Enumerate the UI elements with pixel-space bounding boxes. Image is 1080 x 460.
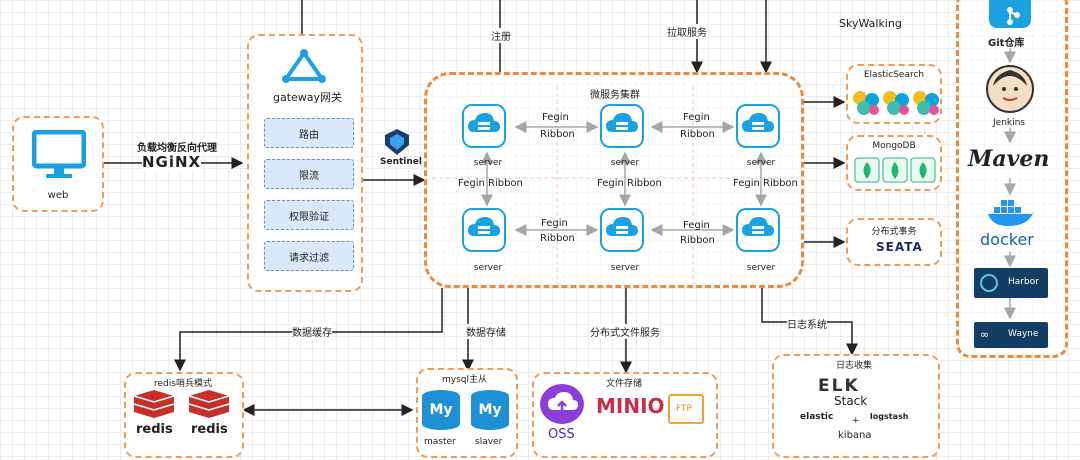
wayne-label: Wayne [1008, 329, 1039, 339]
register-label: 注册 [491, 28, 511, 43]
ftp-folder-icon: FTP [668, 394, 704, 424]
kibana-label: kibana [838, 430, 872, 441]
web-label: web [47, 190, 69, 201]
harbor-label: Harbor [1008, 277, 1039, 287]
ribbon-label: Ribbon [680, 129, 715, 140]
redis-label: redis [136, 422, 173, 437]
minio-logo: MINIO [596, 394, 665, 418]
ribbon-label: Ribbon [540, 233, 575, 244]
cloud-server-icon [600, 208, 644, 252]
fegin-label: Fegin [683, 112, 710, 123]
seata-logo: SEATA [876, 240, 923, 254]
cluster-title: 微服务集群 [590, 90, 640, 101]
file-storage-title: 文件存储 [606, 379, 643, 389]
git-icon [989, 0, 1031, 28]
server-label: server [746, 158, 776, 168]
fegin-label: Fegin [542, 112, 569, 123]
distributed-tx-box: 分布式事务 SEATA [846, 218, 942, 266]
server-label: server [746, 263, 776, 273]
ribbon-label: Ribbon [680, 235, 715, 246]
nginx-caption: 负载均衡反向代理 [137, 139, 217, 154]
elk-stack-label: Stack [834, 394, 868, 408]
cloud-server-icon [462, 208, 506, 252]
devops-box [956, 0, 1068, 358]
mongodb-icons [854, 157, 938, 189]
mysql-master-icon: My [422, 390, 460, 430]
server-label: server [473, 263, 503, 273]
gateway-title: gateway网关 [273, 91, 343, 104]
cloud-server-icon [736, 104, 780, 148]
mongodb-label: MongoDB [872, 141, 916, 151]
cloud-server-icon [462, 104, 506, 148]
redis-icon [187, 388, 231, 420]
harbor-icon [980, 274, 998, 292]
elk-logo: ELK [818, 376, 860, 396]
logstash-label: logstash [870, 412, 909, 421]
fegin-label: Fegin [541, 218, 568, 229]
ribbon-label: Ribbon [540, 129, 575, 140]
log-edge-label: 日志系统 [787, 316, 827, 331]
nginx-logo: NGiNX [142, 153, 202, 171]
elasticsearch-box: ElasticSearch [846, 64, 942, 124]
cloud-server-icon [736, 208, 780, 252]
harbor-badge: Harbor [974, 268, 1048, 298]
git-label: Git仓库 [988, 38, 1025, 49]
cloud-server-icon [600, 104, 644, 148]
store-edge-label: 数据存储 [466, 324, 506, 339]
elastic-label: elastic [800, 412, 834, 422]
sentinel-icon [384, 128, 410, 155]
wayne-icon: ∞ [980, 328, 990, 341]
redis-icon [132, 388, 176, 420]
cache-edge-label: 数据缓存 [292, 324, 332, 339]
pull-services-label: 拉取服务 [667, 24, 707, 39]
elasticsearch-label: ElasticSearch [863, 70, 925, 80]
fegin-ribbon-label: Fegin Ribbon [597, 178, 662, 189]
slaver-label: slaver [475, 437, 503, 447]
log-collection-title: 日志收集 [836, 361, 873, 371]
oss-icon [540, 384, 584, 424]
plus-label: + [852, 416, 860, 426]
master-label: master [424, 437, 456, 447]
monitor-icon [31, 129, 87, 178]
sentinel-label: Sentinel [380, 157, 422, 167]
oss-label: OSS [548, 427, 575, 442]
ftp-label: FTP [676, 404, 692, 414]
gateway-item-filter: 请求过滤 [264, 241, 354, 271]
jenkins-icon [985, 64, 1035, 114]
elasticsearch-icons [852, 90, 940, 120]
gateway-item-ratelimit: 限流 [264, 159, 354, 189]
gateway-icon [278, 48, 330, 84]
mysql-slave-icon: My [471, 390, 509, 430]
server-label: server [610, 158, 640, 168]
jenkins-label: Jenkins [993, 118, 1026, 128]
fegin-label: Fegin [683, 220, 710, 231]
gateway-item-auth: 权限验证 [264, 200, 354, 230]
file-edge-label: 分布式文件服务 [590, 324, 660, 339]
fegin-ribbon-label: Fegin Ribbon [458, 178, 523, 189]
distributed-tx-label: 分布式事务 [871, 227, 917, 237]
wayne-badge: ∞ Wayne [974, 322, 1048, 348]
server-label: server [473, 158, 503, 168]
log-collection-box: 日志收集 [772, 354, 940, 458]
skywalking-label: SkyWalking [839, 17, 902, 30]
redis-label: redis [191, 422, 228, 437]
mysql-title: mysql主从 [442, 375, 487, 385]
docker-whale-icon [986, 200, 1036, 228]
maven-logo: Maven [968, 146, 1050, 172]
fegin-ribbon-label: Fegin Ribbon [733, 178, 798, 189]
mongodb-box: MongoDB [846, 135, 942, 191]
web-box: web [12, 116, 104, 212]
gateway-item-route: 路由 [264, 118, 354, 148]
redis-title: redis哨兵模式 [154, 379, 212, 389]
server-label: server [610, 263, 640, 273]
docker-label: docker [980, 230, 1034, 249]
